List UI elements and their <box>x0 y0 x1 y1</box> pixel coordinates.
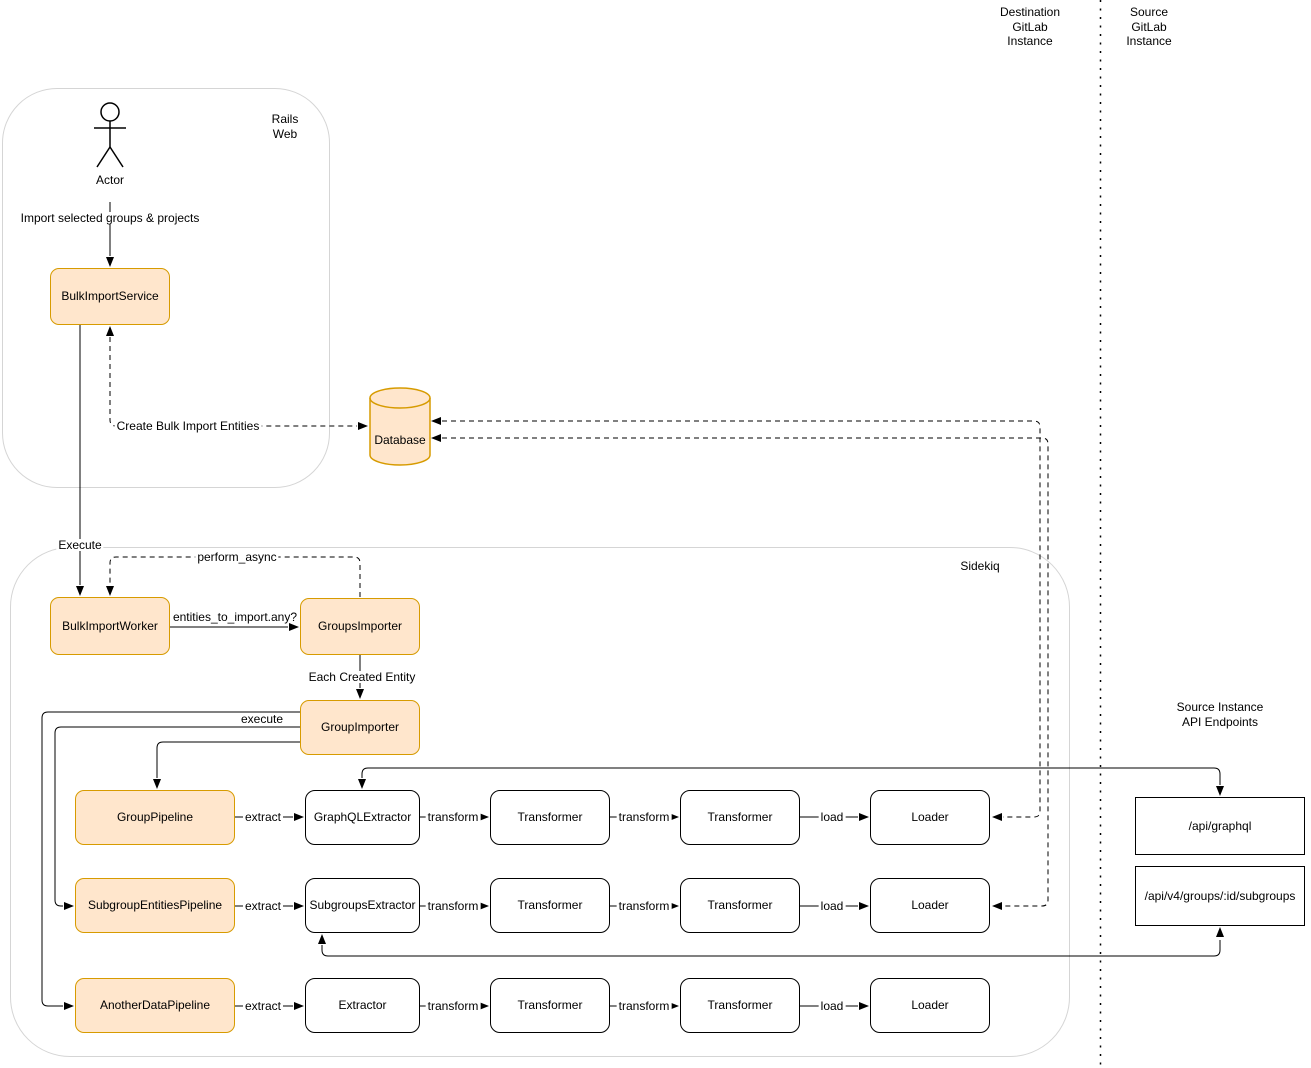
node-bulk-import-service: BulkImportService <box>50 268 170 325</box>
edge-create-bulk-import-entities <box>106 326 368 430</box>
node-transformer: Transformer <box>490 878 610 933</box>
node-label: GroupImporter <box>320 720 400 735</box>
database-label: Database <box>374 433 426 447</box>
edge-label-extract: extract <box>242 899 284 913</box>
source-instance-header: Source GitLab Instance <box>1126 5 1172 48</box>
node-bulk-import-worker: BulkImportWorker <box>50 597 170 655</box>
edge-label-transform: transform <box>616 999 672 1013</box>
edge-subgroupsextractor-apisubgroups <box>318 927 1224 957</box>
node-label: Transformer <box>517 810 583 825</box>
edge-label-extract: extract <box>242 810 284 824</box>
node-label: Extractor <box>338 998 387 1013</box>
edge-label-execute-pipeline: execute <box>238 712 286 726</box>
database-cylinder <box>369 387 431 466</box>
node-subgroups-extractor: SubgroupsExtractor <box>305 878 420 933</box>
edge-label-transform: transform <box>616 899 672 913</box>
node-label: GroupsImporter <box>317 619 403 634</box>
node-loader: Loader <box>870 790 990 845</box>
sidekiq-label: Sidekiq <box>960 559 1000 573</box>
edge-label-entities-to-import: entities_to_import.any? <box>170 610 300 624</box>
node-label: GroupPipeline <box>116 810 194 825</box>
node-label: Loader <box>911 810 949 825</box>
destination-instance-header: Destination GitLab Instance <box>999 5 1061 48</box>
node-transformer: Transformer <box>680 790 800 845</box>
node-label: BulkImportWorker <box>62 618 158 633</box>
node-label: SubgroupsExtractor <box>309 898 416 913</box>
edge-label-create-bulk-import-entities: Create Bulk Import Entities <box>114 419 262 433</box>
edge-label-transform: transform <box>616 810 672 824</box>
edge-groupimporter-anotherdatapipeline <box>41 711 300 1010</box>
node-transformer: Transformer <box>490 790 610 845</box>
node-another-data-pipeline: AnotherDataPipeline <box>75 978 235 1033</box>
node-label: GraphQLExtractor <box>313 810 412 825</box>
edge-label-load: load <box>818 999 846 1013</box>
edge-label-execute: Execute <box>56 538 104 552</box>
node-loader: Loader <box>870 878 990 933</box>
edge-label-transform: transform <box>425 999 481 1013</box>
node-label: Transformer <box>707 998 773 1013</box>
actor-icon <box>94 102 126 168</box>
edge-label-extract: extract <box>242 999 284 1013</box>
sidekiq-container <box>10 547 1070 1057</box>
rails-web-label: Rails Web <box>271 112 299 141</box>
node-groups-importer: GroupsImporter <box>300 598 420 655</box>
edge-entities-to-import <box>170 623 299 631</box>
edge-database-loader2 <box>431 434 1049 910</box>
node-group-importer: GroupImporter <box>300 700 420 755</box>
node-label: BulkImportService <box>61 289 159 304</box>
edge-label-transform: transform <box>425 810 481 824</box>
api-endpoints-title: Source Instance API Endpoints <box>1176 700 1264 729</box>
edge-groupimporter-grouppipeline <box>153 741 300 789</box>
node-graphql-extractor: GraphQLExtractor <box>305 790 420 845</box>
edge-groupimporter-subgroupentitiespipeline <box>54 726 300 910</box>
edge-label-load: load <box>818 810 846 824</box>
edge-label-perform-async: perform_async <box>195 550 279 564</box>
node-label: AnotherDataPipeline <box>99 998 211 1013</box>
node-label: Transformer <box>517 998 583 1013</box>
edge-label-each-created-entity: Each Created Entity <box>306 670 418 684</box>
rails-web-container <box>2 88 330 488</box>
node-transformer: Transformer <box>680 978 800 1033</box>
node-label: SubgroupEntitiesPipeline <box>87 898 223 913</box>
node-label: Loader <box>911 998 949 1013</box>
node-transformer: Transformer <box>490 978 610 1033</box>
edge-label-import-selected: Import selected groups & projects <box>18 211 202 225</box>
node-api-subgroups: /api/v4/groups/:id/subgroups <box>1135 866 1305 926</box>
edge-database-loader1 <box>431 417 1041 821</box>
edge-label-transform: transform <box>425 899 481 913</box>
edge-execute <box>76 325 84 596</box>
edge-graphqlextractor-apigraphql <box>358 767 1224 796</box>
node-label: Loader <box>911 898 949 913</box>
node-label: Transformer <box>517 898 583 913</box>
node-loader: Loader <box>870 978 990 1033</box>
edge-label-load: load <box>818 899 846 913</box>
edge-actor-to-bulkimportservice <box>106 202 114 267</box>
node-extractor: Extractor <box>305 978 420 1033</box>
node-label: Transformer <box>707 898 773 913</box>
node-label: Transformer <box>707 810 773 825</box>
actor-label: Actor <box>95 173 125 187</box>
node-group-pipeline: GroupPipeline <box>75 790 235 845</box>
node-transformer: Transformer <box>680 878 800 933</box>
node-api-graphql: /api/graphql <box>1135 797 1305 855</box>
node-label: /api/graphql <box>1188 818 1252 833</box>
node-label: /api/v4/groups/:id/subgroups <box>1144 888 1296 903</box>
node-subgroup-entities-pipeline: SubgroupEntitiesPipeline <box>75 878 235 933</box>
